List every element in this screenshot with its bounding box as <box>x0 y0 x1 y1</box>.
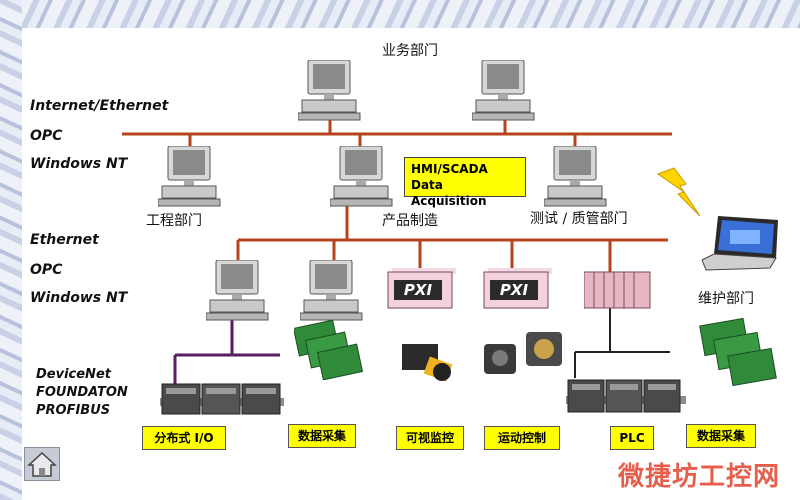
business-computer-2-icon <box>472 60 535 121</box>
hmi-scada-box: HMI/SCADA Data Acquisition <box>404 157 526 208</box>
home-button[interactable] <box>24 447 60 481</box>
lower-net-line3: Windows NT <box>30 290 128 306</box>
lower-net-line2: OPC <box>30 262 63 278</box>
home-icon <box>27 451 57 477</box>
lower-computer-1-icon <box>206 260 269 321</box>
engineering-dept-label: 工程部门 <box>146 213 202 229</box>
lower-net-line1: Ethernet <box>30 232 99 248</box>
pxi-label-2: PXI <box>499 281 529 299</box>
hmi-line1: HMI/SCADA <box>411 162 488 176</box>
lower-computer-2-icon <box>300 260 363 321</box>
data-acquisition-box-2: 数据采集 <box>686 424 756 448</box>
vision-box: 可视监控 <box>396 426 464 450</box>
data-acquisition-boards-1-icon <box>294 320 364 380</box>
data-acquisition-box-1: 数据采集 <box>288 424 356 448</box>
lightning-icon <box>656 167 701 217</box>
production-computer-icon <box>330 146 393 207</box>
business-computer-1-icon <box>298 60 361 121</box>
distributed-io-modules-icon <box>160 383 284 415</box>
vision-camera-icon <box>392 334 462 386</box>
motion-motors-icon <box>484 332 562 374</box>
marble-border-left <box>0 0 22 500</box>
data-acquisition-boards-2-icon <box>699 318 777 387</box>
upper-net-line1: Internet/Ethernet <box>30 98 169 114</box>
pxi-chassis-2-icon <box>483 268 552 309</box>
upper-net-line2: OPC <box>30 128 63 144</box>
laptop-icon <box>701 216 778 271</box>
pxi-label-1: PXI <box>403 281 433 299</box>
test-computer-icon <box>544 146 607 207</box>
pxi-chassis-1-icon <box>387 268 456 309</box>
upper-net-line3: Windows NT <box>30 156 128 172</box>
maintenance-label: 维护部门 <box>698 291 754 307</box>
engineering-computer-icon <box>158 146 221 207</box>
fieldbus-line3: PROFIBUS <box>36 403 111 418</box>
watermark-text: 微捷坊工控网 <box>618 462 781 492</box>
production-label: 产品制造 <box>382 213 438 229</box>
distributed-io-box: 分布式 I/O <box>142 426 226 450</box>
motion-box: 运动控制 <box>484 426 560 450</box>
hmi-line2: Data Acquisition <box>411 178 487 208</box>
fieldbus-line2: FOUNDATON <box>36 385 128 400</box>
test-quality-label: 测试 / 质管部门 <box>530 211 628 227</box>
marble-border-top <box>0 0 800 28</box>
business-dept-label: 业务部门 <box>382 43 438 59</box>
plc-io-modules-icon <box>566 379 686 413</box>
fieldbus-line1: DeviceNet <box>36 367 111 382</box>
plc-box: PLC <box>610 426 654 450</box>
plc-rack-icon <box>584 271 651 309</box>
